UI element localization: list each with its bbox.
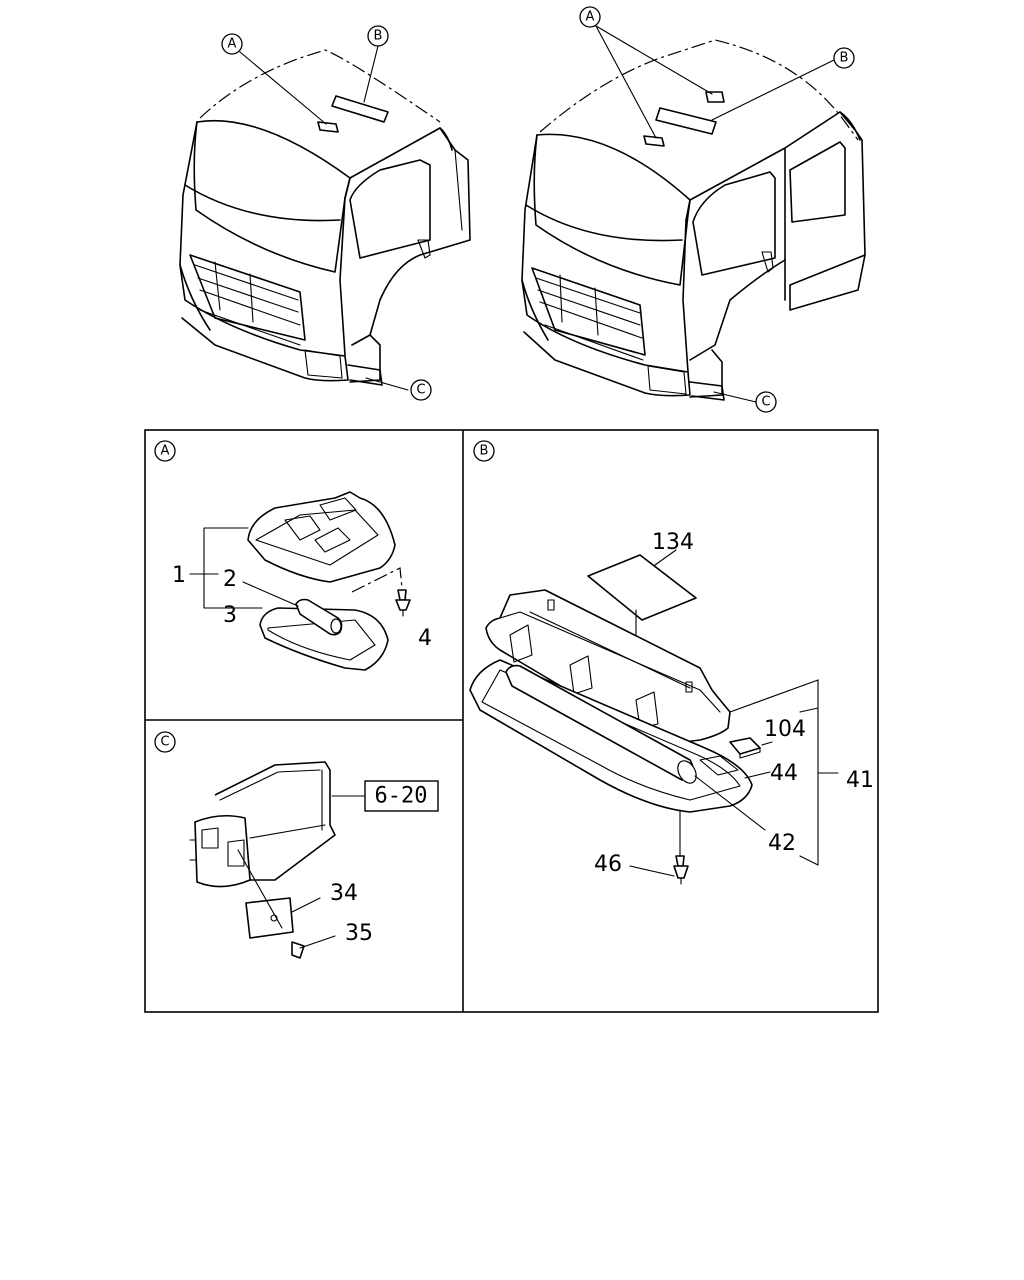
callout-b-left: B (367, 25, 389, 47)
callout-a-left-label: A (228, 37, 237, 52)
part-label-42: 42 (768, 831, 796, 856)
callout-a-right-label: A (586, 10, 595, 25)
part-label-134: 134 (652, 530, 694, 555)
cab-illustration-standard (179, 45, 471, 391)
part-label-1: 1 (172, 563, 186, 588)
part-label-34: 34 (330, 881, 358, 906)
callout-c-right: C (755, 391, 777, 413)
part-label-46: 46 (594, 852, 622, 877)
reference-label: 6-20 (375, 784, 428, 809)
part-label-2: 2 (223, 567, 237, 592)
detail-panels-frame (144, 429, 879, 1013)
reference-box (364, 780, 439, 812)
part-label-44: 44 (770, 761, 798, 786)
callout-c-right-label: C (761, 395, 770, 410)
panel-b-section-label: B (480, 444, 489, 459)
callout-c-left-label: C (416, 383, 425, 398)
callout-a-right: A (579, 6, 601, 28)
part-label-104: 104 (764, 717, 806, 742)
panel-c: C 6-20 34 35 (154, 731, 439, 959)
callout-b-right-label: B (840, 51, 849, 66)
callout-b-left-label: B (374, 29, 383, 44)
callout-a-left: A (221, 33, 243, 55)
callout-b-right: B (833, 47, 855, 69)
part-label-3: 3 (223, 603, 237, 628)
callout-c-left: C (410, 379, 432, 401)
panel-a-section-label: A (161, 444, 170, 459)
panel-c-section-label: C (160, 735, 169, 750)
panel-a: A 1 2 3 4 (154, 440, 432, 671)
cab-illustration-crew (521, 25, 866, 403)
panel-b: B (469, 440, 874, 885)
part-label-35: 35 (345, 921, 373, 946)
part-label-41: 41 (846, 768, 874, 793)
part-label-4: 4 (418, 626, 432, 651)
